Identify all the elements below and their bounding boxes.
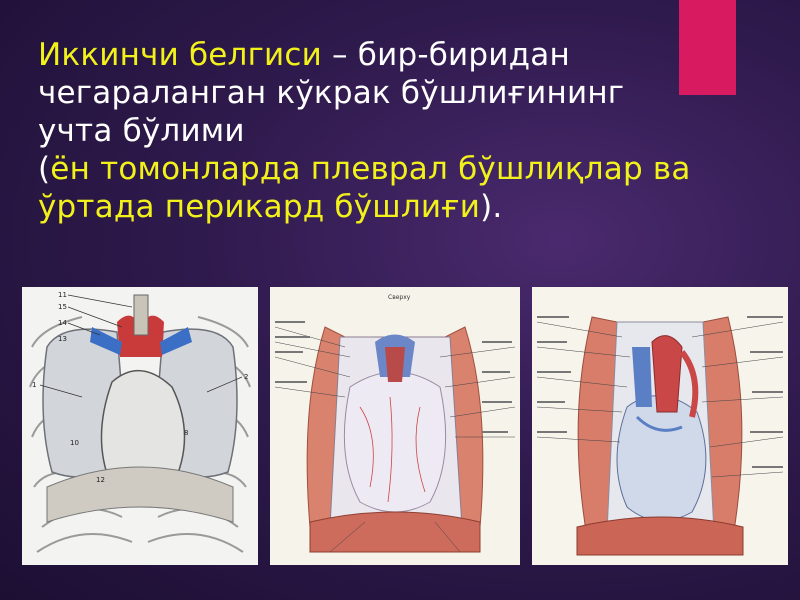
figure1-label-8: 8 [184,429,188,437]
title-highlight-5: ўртада перикард бўшлиғи [38,189,481,225]
pericardium-illustration: Сверху [270,287,520,565]
title-highlight-4: ён томонларда плеврал бўшлиқлар ва [50,151,691,187]
thorax-illustration: 11 15 14 13 1 2 10 8 12 [22,287,258,565]
figure1-label-11: 11 [58,291,67,299]
title-close-paren: ). [480,189,503,225]
figure1-label-2: 2 [244,373,248,381]
figure1-label-14: 14 [58,319,67,327]
figure1-label-12: 12 [96,476,105,484]
figure2-caption: Сверху [388,294,411,301]
accent-bar [679,0,736,95]
title-open-paren: ( [38,151,51,187]
slide-title: Иккинчи белгиси – бир-биридан чегараланг… [38,36,793,226]
anatomy-figures: 11 15 14 13 1 2 10 8 12 Сверху [22,287,788,565]
figure1-label-15: 15 [58,303,67,311]
title-line-5: ўртада перикард бўшлиғи). [38,188,793,226]
title-line-4: (ён томонларда плеврал бўшлиқлар ва [38,150,793,188]
title-line-1: Иккинчи белгиси – бир-биридан [38,36,793,74]
figure-heart-opened [532,287,788,565]
figure-pericardium: Сверху [270,287,520,565]
figure1-label-1: 1 [32,381,36,389]
figure1-label-13: 13 [58,335,67,343]
figure1-label-10: 10 [70,439,79,447]
title-highlight-1: Иккинчи белгиси [38,37,322,73]
figure-thorax-lungs: 11 15 14 13 1 2 10 8 12 [22,287,258,565]
title-text-1: – бир-биридан [322,37,570,73]
title-line-2: чегараланган кўкрак бўшлиғининг [38,75,625,111]
title-line-3: учта бўлими [38,113,245,149]
heart-illustration [532,287,788,565]
